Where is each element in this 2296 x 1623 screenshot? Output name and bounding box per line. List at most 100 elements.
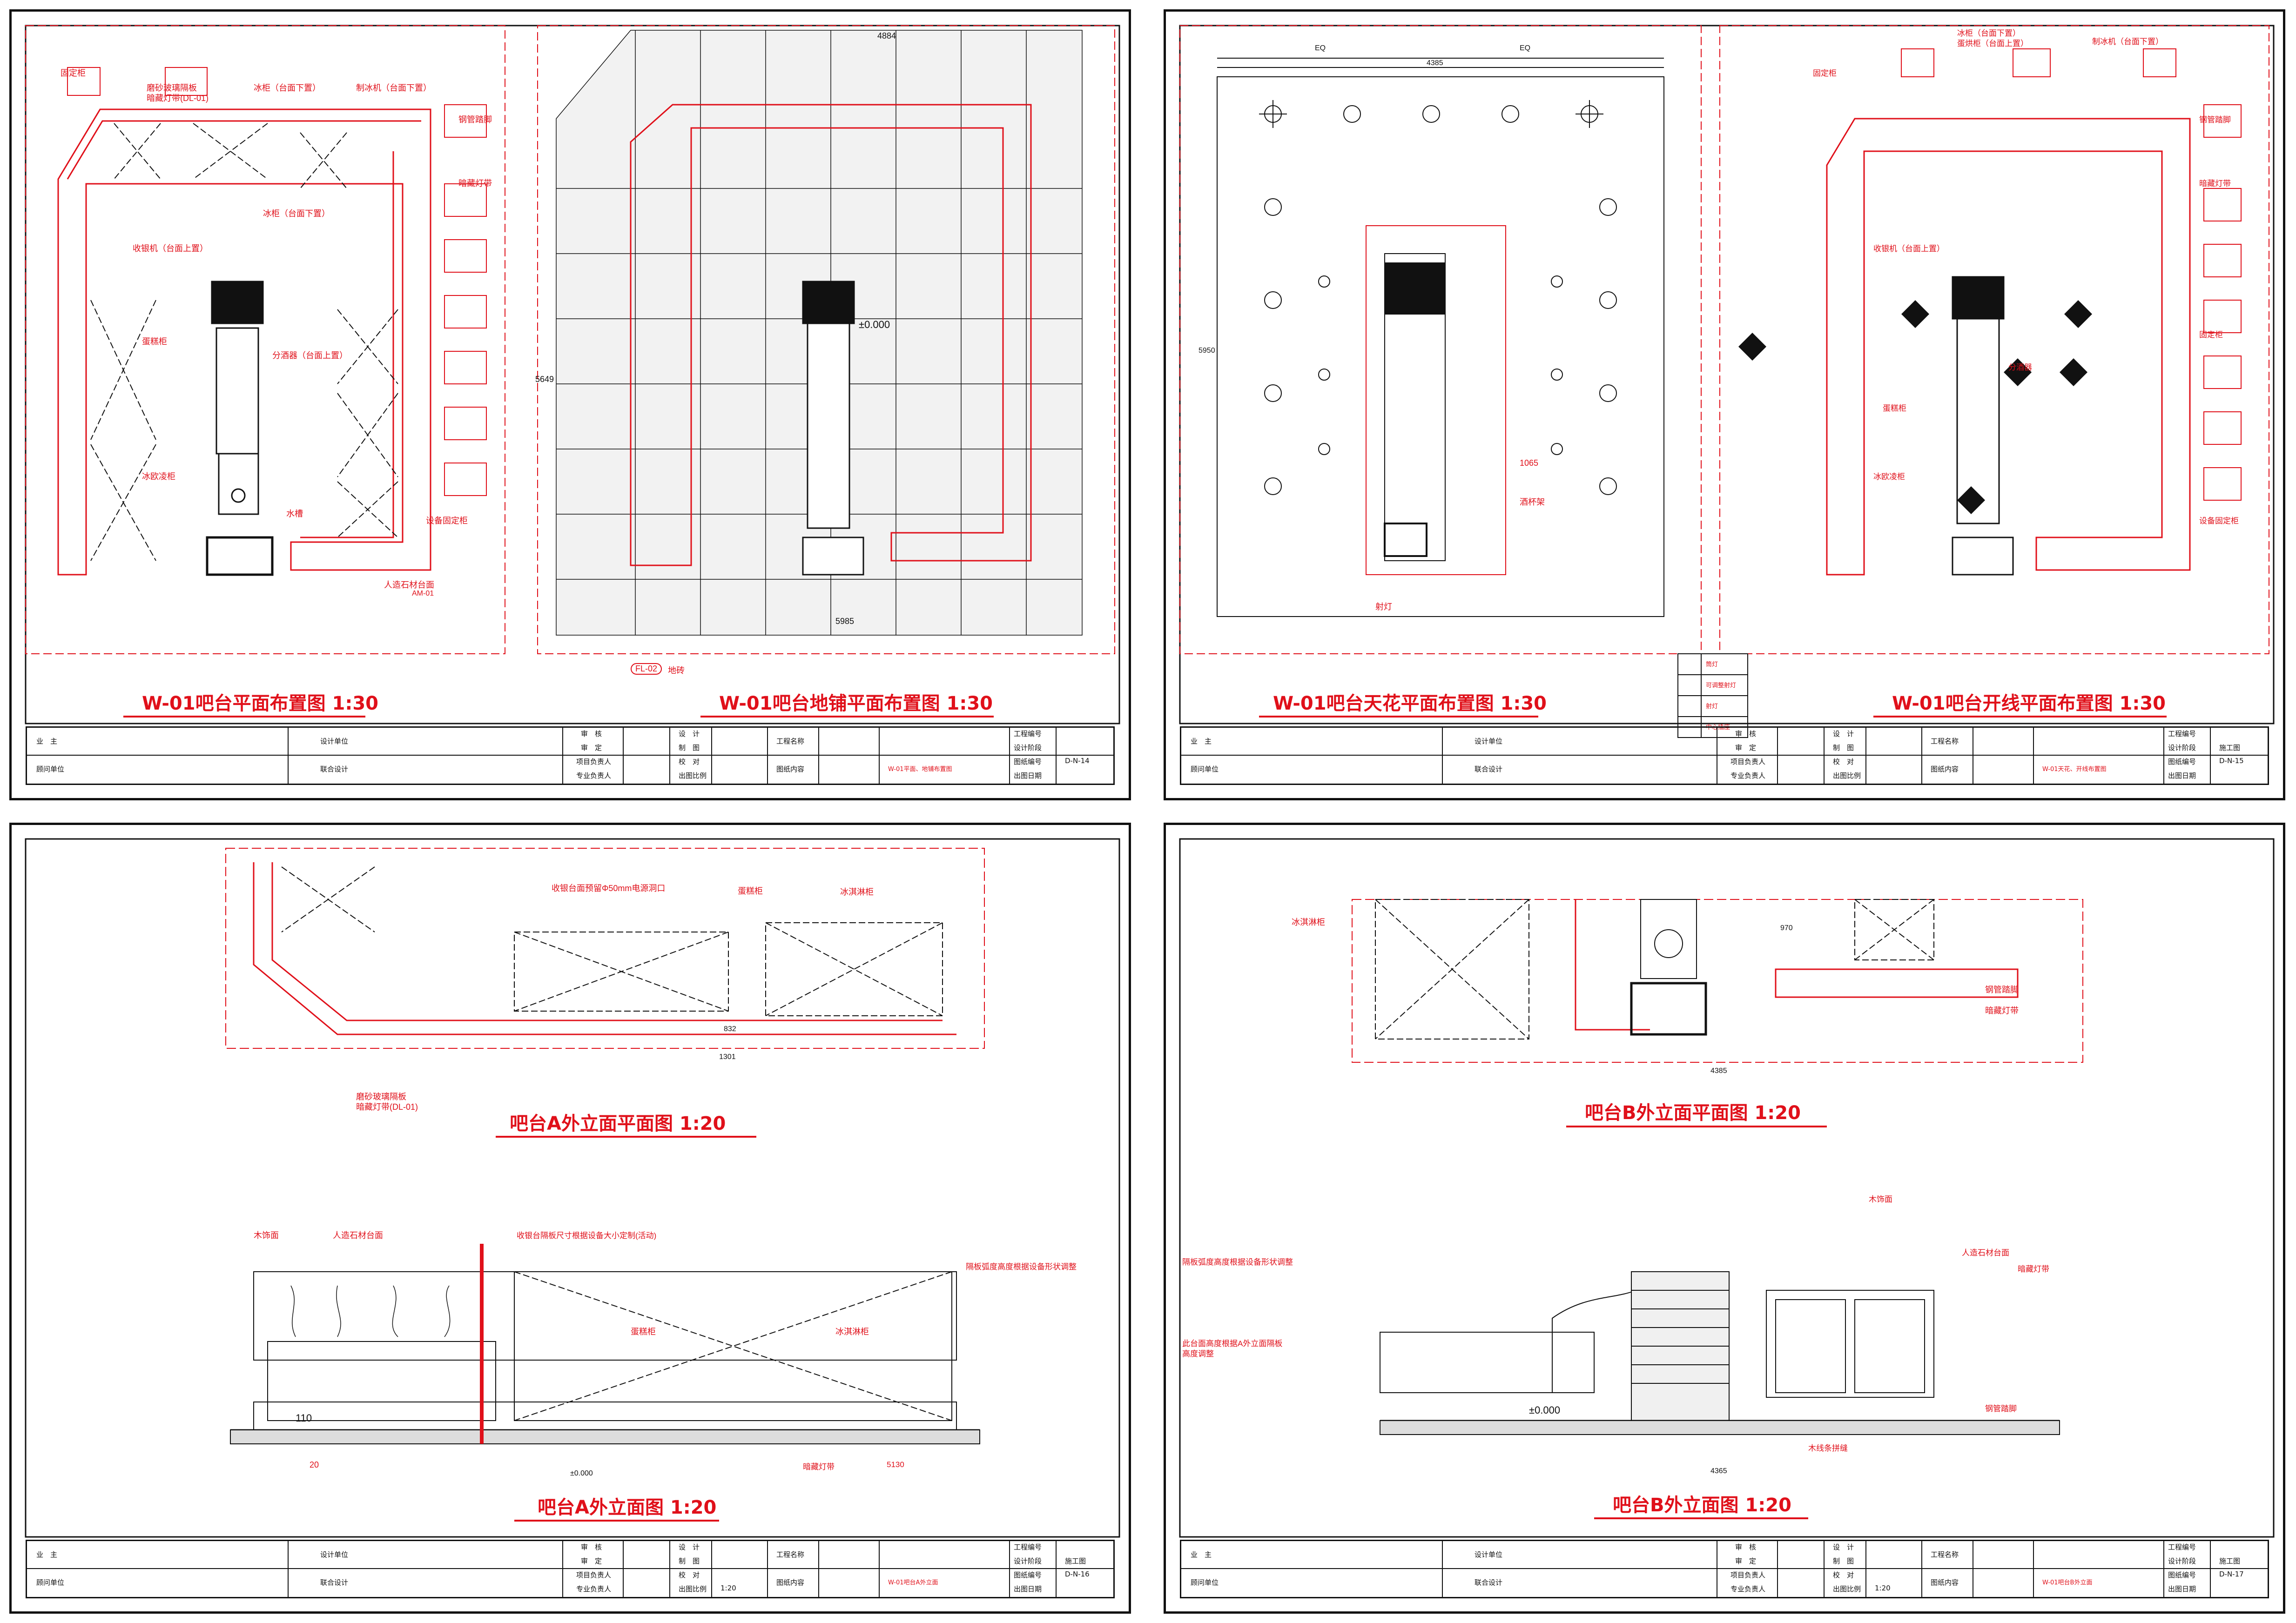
tb-design: 设 计 [1833,1543,1854,1551]
sheet-d-n-16-drawing: 吧台A外立面平面图 1:20 吧台A外立面图 1:20 [25,838,1120,1538]
tb-co-design: 联合设计 [1475,765,1503,773]
tb-drawing-no: 图纸编号 [1014,1571,1042,1579]
tb-drawing-no: 图纸编号 [1014,758,1042,766]
dim-5130: ±0.000 [570,1469,593,1477]
sheet-d-n-17-drawing: 吧台B外立面平面图 1:20 吧台B外立面图 1:20 [1179,838,2275,1538]
label-icecream-elev: 冰淇淋柜 [835,1327,869,1336]
tb-design-unit: 设计单位 [1475,737,1503,745]
label-wood-b: 木饰面 [1869,1195,1892,1204]
label-shelf-curve-b: 隔板弧度高度根据设备形状调整 [1182,1258,1293,1267]
label-icemaker-w: 制冰机（台面下置） [2092,37,2163,46]
label-counter-height-2: 高度调整 [1182,1349,1214,1358]
label-icecream-a: 冰淇淋柜 [840,887,874,897]
tb-phase: 设计阶段 [1014,744,1042,752]
label-cashier-shelf: 收银台隔板尺寸根据设备大小定制(活动) [517,1231,657,1240]
label-led-strip: 射灯 [1375,602,1392,611]
tb-drawing-no-value: D-N-15 [2219,757,2244,765]
label-steel-footrest: 钢管踏脚 [458,115,492,124]
tb-approve: 审 定 [581,1557,602,1565]
a-plan-cabinets [281,866,943,1016]
tb-proj-name: 工程名称 [776,737,805,745]
level-zero-b: ±0.000 [1529,1404,1561,1416]
label-hidden-light-2: 暗藏灯带 [458,179,492,188]
wiring-plan-island [1952,276,2014,576]
tb-proj-no: 工程编号 [2168,730,2196,738]
b-plan-title: 吧台B外立面平面图 1:20 [1585,1102,1801,1124]
tb-approve: 审 定 [1735,744,1757,752]
dim-eq-1: EQ [1315,44,1326,52]
tb-review: 审 核 [581,730,602,738]
tb-phase-value: 施工图 [2219,1557,2241,1565]
bar-plan-left [57,108,431,576]
tb-content-value: W-01平面、地铺布置图 [888,766,952,773]
tb-co-design: 联合设计 [1475,1578,1503,1587]
sheet-d-n-15-drawing: W-01吧台天花平面布置图 1:30 W-01吧台开线平面布置图 1:30 [1179,25,2275,738]
label-wood-seam: 木线条拼缝 [1808,1444,1848,1453]
tb-check: 校 对 [679,1571,700,1579]
tb-consultant: 顾问单位 [36,1578,65,1587]
tb-drawing-content: 图纸内容 [776,765,805,773]
tb-design-unit: 设计单位 [320,1550,349,1559]
sheet-d-n-14-drawing: W-01吧台平面布置图 1:30 W-01吧台地铺平面布置图 1:30 [25,25,1120,724]
tb-approve: 审 定 [581,744,602,752]
b-elevation [1380,1271,2060,1435]
tb-content-value: W-01天花、开线布置图 [2042,766,2107,773]
label-hidden-light-w: 暗藏灯带 [2199,179,2231,188]
tb-proj-name: 工程名称 [776,1550,805,1559]
label-dispenser-w: 分酒器 [2008,363,2032,372]
label-cake-cabinet: 蛋糕柜 [142,337,167,346]
label-equipment-cabinet: 设备固定柜 [426,516,468,525]
label-ice-maker: 制冰机（台面下置） [356,83,431,93]
tb-phase: 设计阶段 [2168,744,2196,752]
ceiling-lights [1259,100,1617,495]
plan-title-left: W-01吧台平面布置图 1:30 [142,693,378,714]
section-markers [1738,300,2092,514]
label-equip-w: 设备固定柜 [2199,516,2239,525]
tb-major: 专业负责人 [576,771,612,780]
bar-stools [67,67,487,496]
legend-adjustable: 可调整射灯 [1706,682,1737,689]
tb-major: 专业负责人 [576,1585,612,1593]
tb-review: 审 核 [1735,730,1757,738]
titleblock-d-n-17: 业 主 顾问单位 设计单位 联合设计 审 核 审 定 项目负责人 专业负责人 设… [1180,1540,2269,1598]
tb-date: 出图日期 [1014,1585,1042,1593]
label-stone-top: 人造石材台面 [333,1231,383,1240]
floor-plan-island [802,281,864,576]
label-fixed-cabinet: 固定柜 [61,68,86,78]
tb-scale-value: 1:20 [720,1584,736,1592]
drawing-sheet-d-n-15: W-01吧台天花平面布置图 1:30 W-01吧台开线平面布置图 1:30 EQ… [1164,9,2285,800]
dim-970-b: 970 [1780,924,1793,932]
dim-4385: 4385 [1427,59,1443,67]
drawing-sheet-d-n-16: 吧台A外立面平面图 1:20 吧台A外立面图 1:20 收银台面预留Φ50mm电… [9,823,1131,1614]
dim-3200-a: 1301 [719,1053,736,1061]
tb-consultant: 顾问单位 [1191,1578,1219,1587]
titleblock-d-n-14: 业 主 顾问单位 设计单位 联合设计 审 核 审 定 项目负责人 专业负责人 设… [26,726,1115,785]
tb-scale: 出图比例 [679,1585,707,1593]
tb-date: 出图日期 [2168,1585,2196,1593]
label-shelf-height: 5130 [887,1460,904,1469]
label-ice-cream-cabinet: 冰欧凌柜 [142,472,175,481]
label-stone-b: 人造石材台面 [1962,1248,2009,1257]
dim-5950: 5950 [1198,347,1215,355]
floor-plan-counter-outline [630,104,1032,566]
ceiling-title: W-01吧台天花平面布置图 1:30 [1273,693,1547,714]
tb-approve: 审 定 [1735,1557,1757,1565]
label-hidden-light-a: 暗藏灯带(DL-01) [356,1102,418,1112]
wiring-plan-stools [1901,48,2242,501]
label-frosted-glass: 磨砂玻璃隔板 [147,83,197,93]
tb-consultant: 顾问单位 [1191,765,1219,773]
label-cake-cabinet-a: 蛋糕柜 [738,886,763,896]
tb-major: 专业负责人 [1730,771,1766,780]
label-cake-elev: 蛋糕柜 [631,1327,656,1336]
label-power-hole: 收银台面预留Φ50mm电源洞口 [552,884,666,893]
dim-4884: 4884 [877,31,896,40]
tb-pm: 项目负责人 [576,758,612,766]
tb-date: 出图日期 [1014,771,1042,780]
marble-panels [290,1285,451,1337]
tb-major: 专业负责人 [1730,1585,1766,1593]
floor-tag-tile: 地砖 [668,666,685,675]
tb-proj-name: 工程名称 [1931,737,1959,745]
label-hidden-strip-b: 暗藏灯带 [1985,1006,2019,1015]
label-frosted-a: 磨砂玻璃隔板 [356,1092,406,1101]
wiring-plan-counter [1826,118,2191,576]
